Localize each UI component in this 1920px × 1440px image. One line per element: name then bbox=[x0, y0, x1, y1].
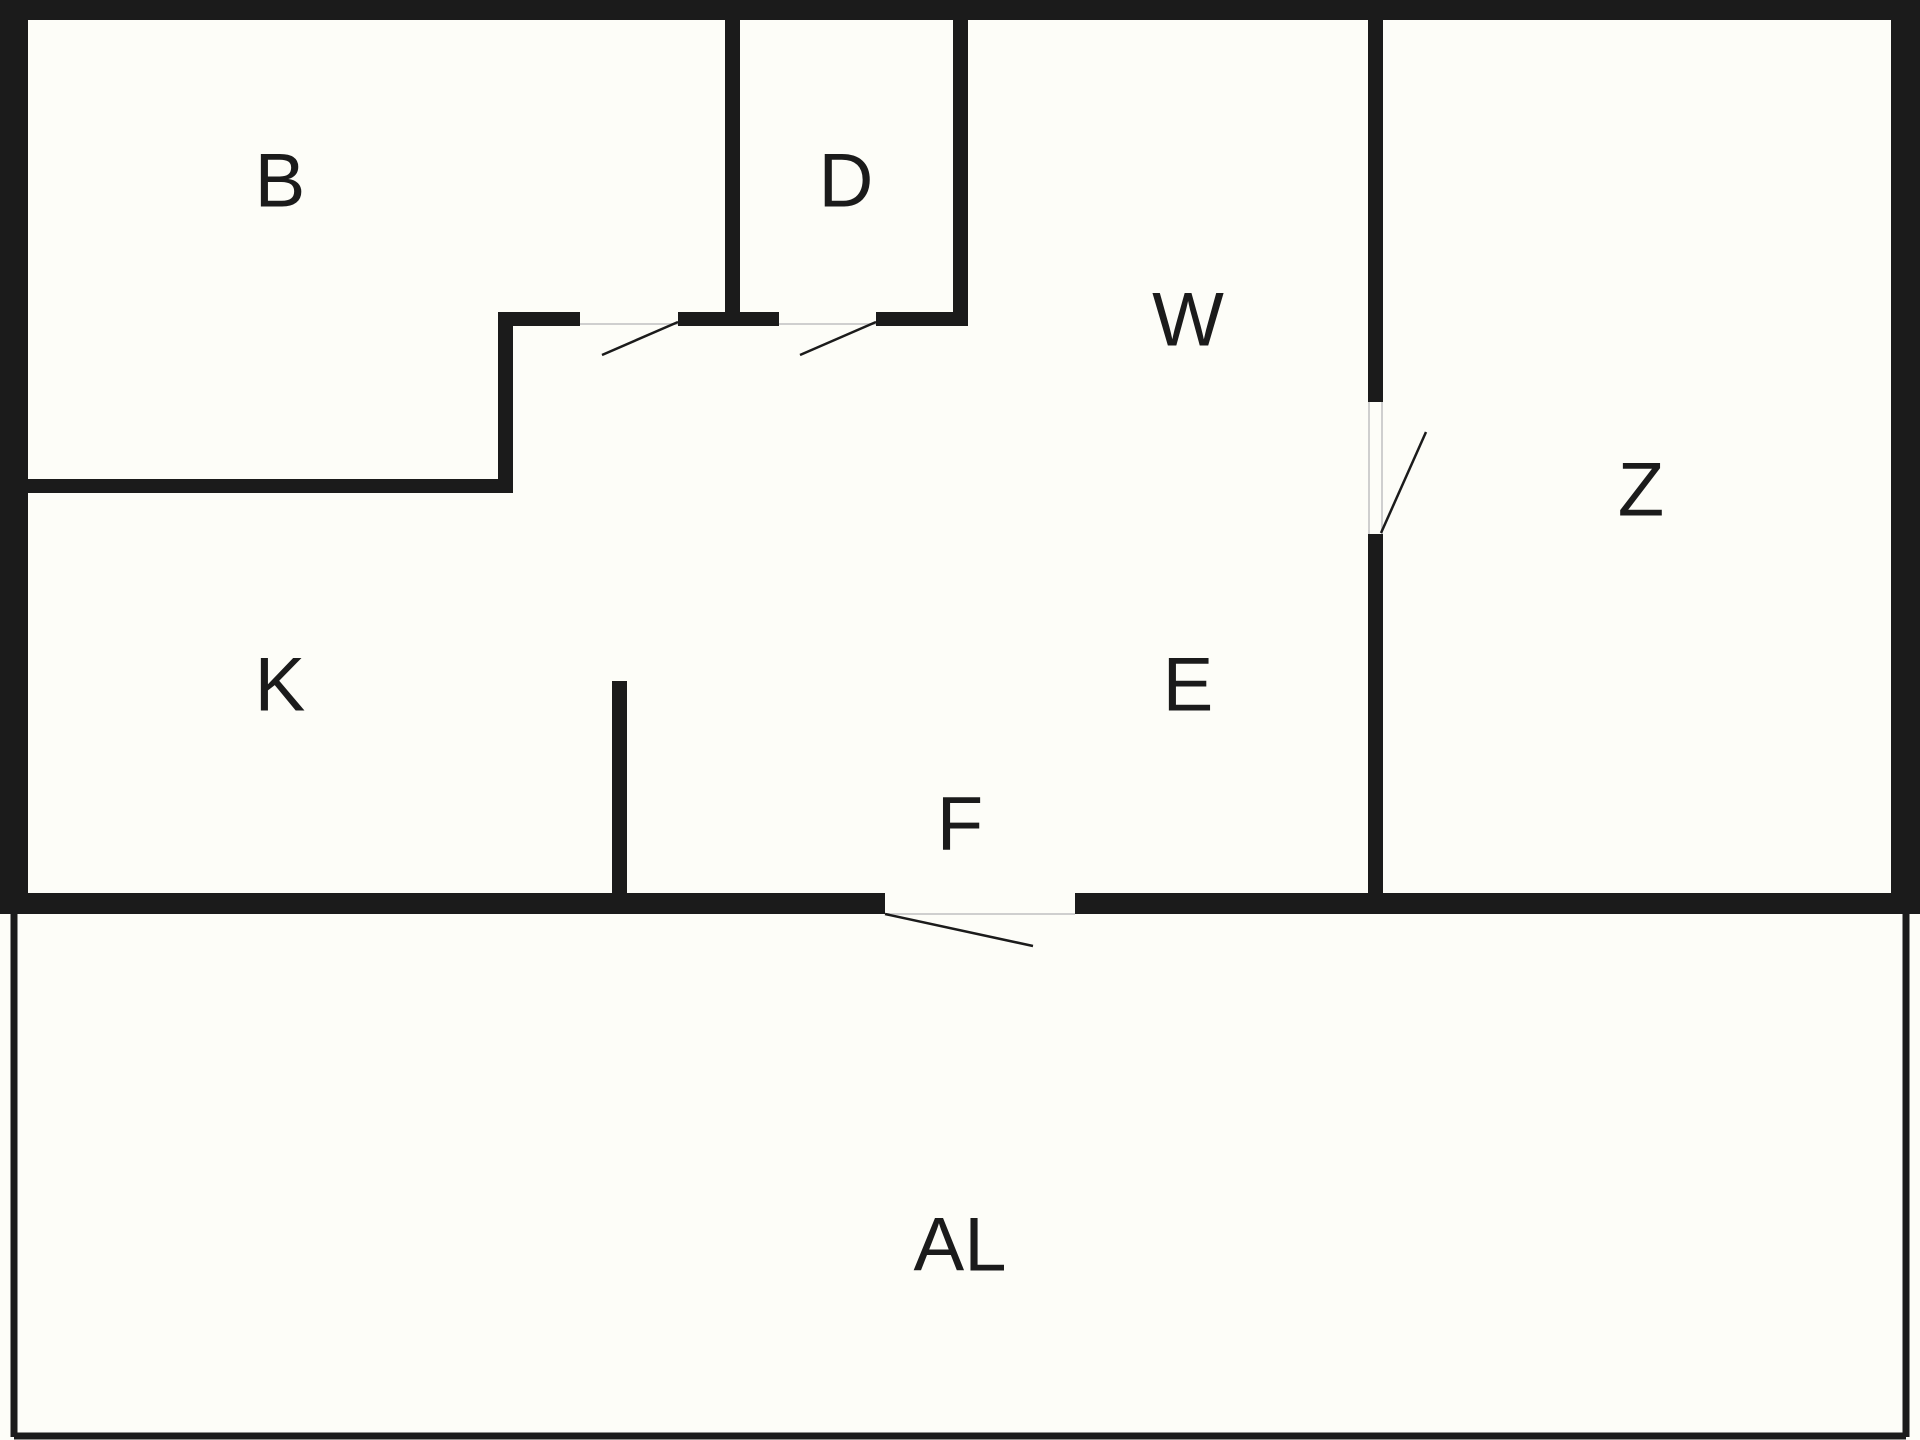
door-b-swing bbox=[601, 320, 679, 357]
room-label-d: D bbox=[819, 139, 874, 224]
wall-b-step-vertical bbox=[498, 312, 513, 493]
doors bbox=[580, 320, 1428, 948]
outer-wall-top bbox=[0, 0, 1920, 20]
room-label-k: K bbox=[255, 643, 306, 728]
outer-wall-left bbox=[0, 0, 28, 914]
wall-bottom-left bbox=[0, 893, 885, 914]
room-label-b: B bbox=[255, 139, 306, 224]
room-label-z: Z bbox=[1618, 448, 1664, 533]
wall-bottom-right bbox=[1075, 893, 1920, 914]
wall-k-partition bbox=[612, 681, 627, 903]
room-label-f: F bbox=[937, 782, 983, 867]
wall-b-step-top bbox=[498, 312, 580, 326]
door-al-swing bbox=[884, 912, 1034, 948]
balcony-outline bbox=[10, 906, 1910, 1440]
wall-d-bottom bbox=[876, 312, 968, 326]
walls bbox=[0, 0, 1920, 914]
door-z-swing bbox=[1379, 431, 1428, 534]
wall-d-right bbox=[953, 20, 968, 326]
wall-z-upper bbox=[1368, 20, 1383, 402]
wall-b-d-divider bbox=[725, 20, 740, 326]
wall-z-lower bbox=[1368, 534, 1383, 902]
room-labels: B D W Z K E F AL bbox=[255, 139, 1665, 1288]
room-label-w: W bbox=[1152, 278, 1224, 363]
wall-b-bottom bbox=[28, 479, 513, 493]
room-label-al: AL bbox=[914, 1203, 1007, 1288]
room-label-e: E bbox=[1163, 643, 1214, 728]
door-d-swing bbox=[799, 320, 877, 357]
outer-wall-right bbox=[1891, 0, 1920, 914]
